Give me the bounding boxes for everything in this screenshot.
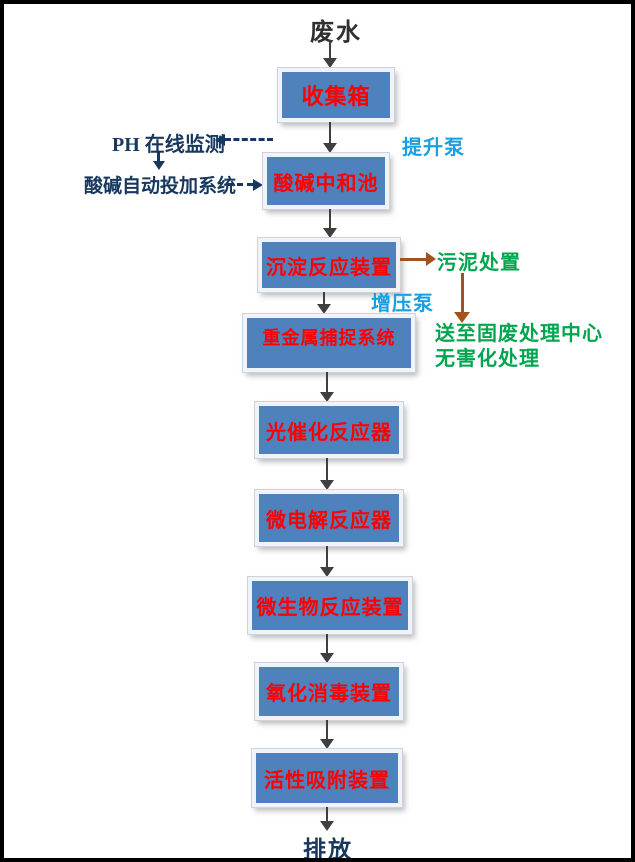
dashed-arrow-right	[227, 179, 263, 192]
arrow-shaft	[400, 258, 427, 261]
node-microelectrolysis-reactor: 微电解反应器	[255, 490, 403, 546]
arrow-shaft	[227, 183, 253, 186]
arrow-shaft	[326, 807, 328, 822]
solid-waste-note: 送至固废处理中心无害化处理	[435, 323, 603, 370]
flow-arrow-down	[317, 292, 331, 314]
arrow-head-icon	[454, 312, 470, 323]
node-label: 收集箱	[301, 84, 371, 109]
dashed-arrow-down	[153, 151, 166, 170]
arrow-head-icon	[323, 58, 337, 68]
arrow-shaft	[326, 634, 328, 654]
flow-arrow-down	[323, 40, 337, 68]
output-label: 排放	[303, 837, 353, 862]
arrow-head-icon	[320, 739, 334, 749]
flow-arrow-down	[323, 122, 337, 153]
arrow-head-icon	[320, 567, 334, 577]
node-neutralization-pool: 酸碱中和池	[263, 153, 389, 209]
ph-monitoring-label: PH 在线监测	[112, 134, 225, 156]
sludge-disposal-label: 污泥处置	[437, 252, 521, 274]
node-label: 酸碱中和池	[273, 172, 379, 195]
node-label: 活性吸附装置	[264, 769, 390, 792]
node-microbial-reactor: 微生物反应装置	[248, 577, 412, 634]
node-label: 微生物反应装置	[256, 597, 404, 619]
dosing-system-label: 酸碱自动投加系统	[84, 176, 237, 197]
dashed-arrow-left	[215, 134, 273, 147]
arrow-head-icon	[153, 161, 165, 170]
flow-arrow-down	[320, 807, 334, 831]
node-label: 微电解反应器	[266, 509, 392, 532]
arrow-shaft	[225, 138, 273, 141]
arrow-shaft	[329, 122, 331, 144]
arrow-shaft	[461, 273, 464, 313]
arrow-shaft	[323, 292, 325, 305]
arrow-head-icon	[317, 304, 331, 314]
node-sedimentation-reactor: 沉淀反应装置	[258, 238, 400, 292]
arrow-head-icon	[320, 821, 334, 831]
flow-arrow-down	[320, 546, 334, 577]
arrow-head-icon	[320, 653, 334, 663]
lift-pump-label: 提升泵	[402, 137, 465, 159]
arrow-head-icon	[253, 179, 263, 191]
node-heavy-metal-capture: 重金属捕捉系统	[243, 314, 415, 372]
arrow-shaft	[326, 458, 328, 481]
flow-arrow-down	[323, 209, 337, 238]
flow-arrow-down	[320, 720, 334, 749]
flow-arrow-down	[320, 458, 334, 490]
arrow-head-icon	[426, 252, 436, 266]
node-label: 重金属捕捉系统	[262, 328, 396, 348]
arrow-shaft	[329, 209, 331, 229]
arrow-head-icon	[323, 143, 337, 153]
sludge-arrow-down	[454, 273, 470, 323]
flow-arrow-down	[320, 372, 334, 402]
arrow-head-icon	[323, 228, 337, 238]
node-collection-tank: 收集箱	[278, 68, 394, 122]
booster-pump-label: 增压泵	[371, 293, 434, 315]
sludge-arrow-right	[400, 252, 436, 266]
flow-arrow-down	[320, 634, 334, 663]
node-label: 氧化消毒装置	[266, 683, 392, 705]
node-oxidation-disinfection: 氧化消毒装置	[255, 663, 403, 720]
node-label: 光催化反应器	[266, 421, 392, 444]
node-photocatalytic-reactor: 光催化反应器	[255, 402, 403, 458]
arrow-head-icon	[320, 392, 334, 402]
arrow-shaft	[157, 151, 160, 162]
source-label: 废水	[310, 20, 362, 46]
arrow-shaft	[326, 546, 328, 568]
arrow-head-icon	[215, 134, 225, 146]
node-label: 沉淀反应装置	[266, 256, 392, 279]
arrow-shaft	[326, 720, 328, 740]
arrow-shaft	[329, 40, 331, 59]
arrow-head-icon	[320, 480, 334, 490]
arrow-shaft	[326, 372, 328, 393]
node-activated-adsorption: 活性吸附装置	[252, 749, 402, 807]
